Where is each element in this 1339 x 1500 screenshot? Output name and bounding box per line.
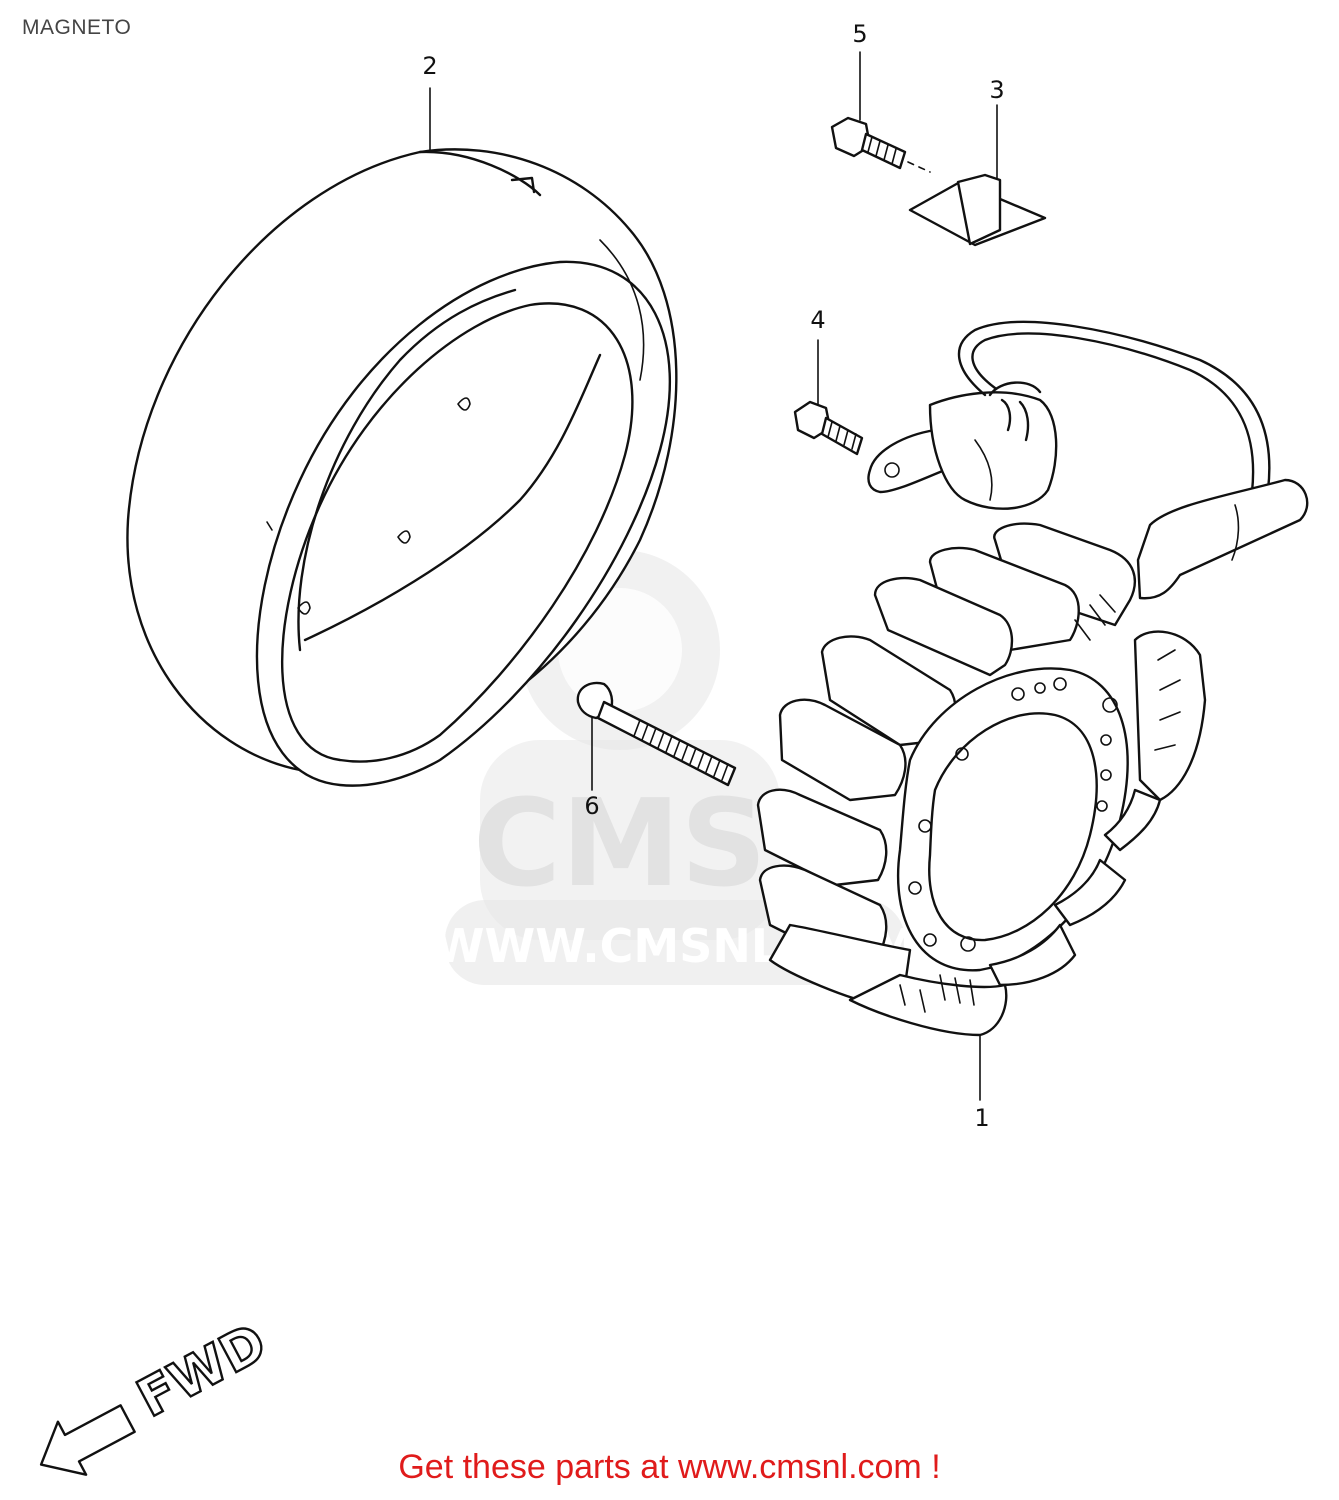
pickup-coil (867, 320, 1271, 510)
callout-4: 4 (810, 306, 825, 334)
callout-6: 6 (584, 792, 599, 820)
stator-bolt (576, 681, 737, 787)
lead-wire-clamp (908, 173, 1047, 247)
callout-3: 3 (989, 76, 1004, 104)
footer-link[interactable]: Get these parts at www.cmsnl.com ! (398, 1448, 941, 1486)
watermark-brand: CMS (473, 775, 767, 914)
pickup-bolt (793, 400, 864, 456)
page-title: MAGNETO (22, 16, 132, 39)
flywheel-rotor (126, 148, 678, 787)
callout-leaders (429, 51, 998, 1101)
callout-1: 1 (974, 1104, 989, 1132)
stator-coil (756, 478, 1309, 1037)
fwd-label: FWD (128, 1313, 276, 1430)
callout-2: 2 (422, 52, 437, 80)
callout-5: 5 (852, 20, 867, 48)
clamp-bolt (830, 116, 931, 173)
